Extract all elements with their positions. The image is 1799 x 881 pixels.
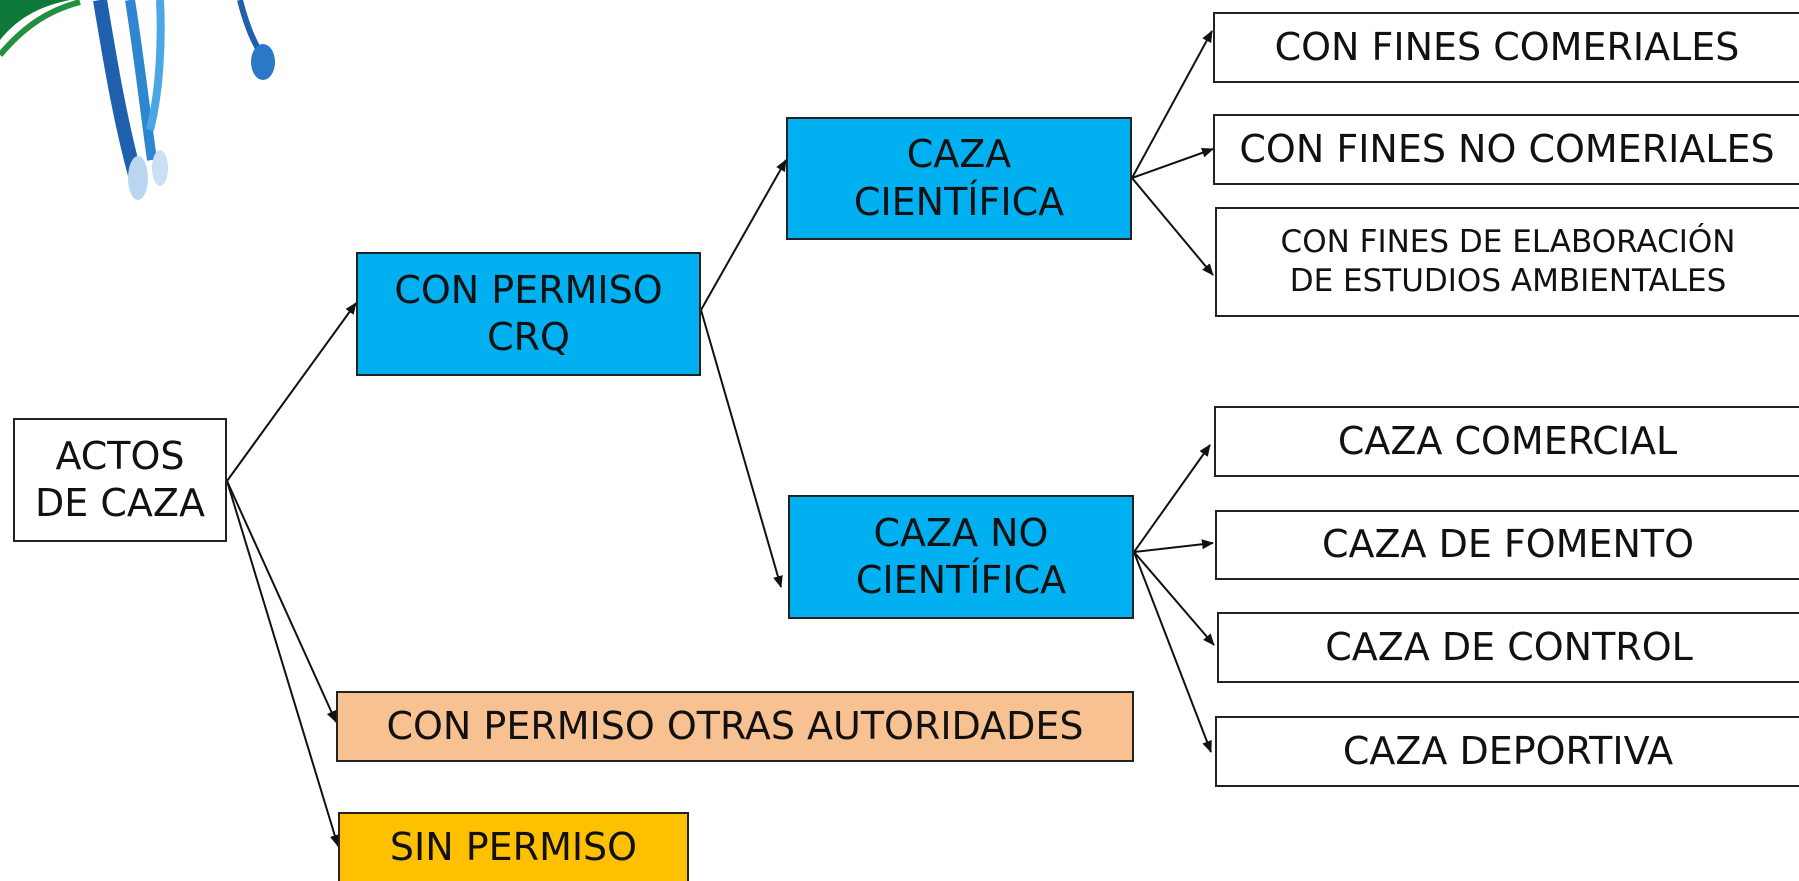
node-con-fines-no-comeriales-label: CON FINES NO COMERIALES (1239, 126, 1775, 171)
node-caza-no-cientifica-label: CAZA NO CIENTÍFICA (855, 510, 1067, 603)
node-con-fines-estudios-label: CON FINES DE ELABORACIÓN DE ESTUDIOS AMB… (1280, 224, 1736, 299)
node-caza-deportiva: CAZA DEPORTIVA (1215, 716, 1799, 787)
node-caza-de-fomento-label: CAZA DE FOMENTO (1321, 522, 1695, 567)
node-actos-de-caza-label: ACTOS DE CAZA (35, 433, 205, 526)
edge-crq-cientifica (700, 159, 787, 311)
node-caza-cientifica-label: CAZA CIENTÍFICA (853, 132, 1065, 224)
edge-root-sin (226, 480, 340, 847)
node-con-fines-comeriales: CON FINES COMERIALES (1213, 12, 1799, 83)
node-actos-de-caza: ACTOS DE CAZA (13, 418, 227, 542)
node-con-fines-estudios: CON FINES DE ELABORACIÓN DE ESTUDIOS AMB… (1215, 207, 1799, 317)
edge-cientifica-estudios (1131, 177, 1214, 276)
node-con-permiso-otras-autoridades: CON PERMISO OTRAS AUTORIDADES (336, 691, 1134, 762)
node-caza-comercial: CAZA COMERCIAL (1214, 406, 1799, 477)
node-con-permiso-crq-label: CON PERMISO CRQ (394, 267, 663, 360)
node-sin-permiso-label: SIN PERMISO (389, 824, 638, 869)
edge-root-crq (226, 302, 357, 482)
plant-decoration (0, 0, 275, 200)
edge-crq-nocientifica (700, 309, 783, 588)
node-sin-permiso: SIN PERMISO (338, 812, 689, 881)
node-caza-de-control: CAZA DE CONTROL (1217, 612, 1799, 683)
edge-cientifica-nocomeriales (1131, 148, 1214, 179)
edge-nocientifica-fomento (1133, 539, 1214, 553)
edge-cientifica-comeriales (1131, 30, 1213, 179)
node-caza-deportiva-label: CAZA DEPORTIVA (1342, 728, 1674, 773)
node-caza-de-fomento: CAZA DE FOMENTO (1215, 510, 1799, 580)
edge-nocientifica-comercial (1133, 444, 1211, 553)
edge-nocientifica-control (1133, 551, 1215, 646)
edge-nocientifica-deportiva (1133, 551, 1212, 753)
node-caza-de-control-label: CAZA DE CONTROL (1325, 624, 1693, 669)
node-con-permiso-crq: CON PERMISO CRQ (356, 252, 701, 376)
edge-root-otras (226, 480, 337, 723)
node-con-fines-no-comeriales: CON FINES NO COMERIALES (1213, 114, 1799, 185)
node-caza-no-cientifica: CAZA NO CIENTÍFICA (788, 495, 1134, 619)
node-caza-cientifica: CAZA CIENTÍFICA (786, 117, 1132, 240)
node-con-permiso-otras-label: CON PERMISO OTRAS AUTORIDADES (386, 703, 1084, 748)
node-con-fines-comeriales-label: CON FINES COMERIALES (1274, 24, 1740, 69)
node-caza-comercial-label: CAZA COMERCIAL (1337, 418, 1678, 463)
